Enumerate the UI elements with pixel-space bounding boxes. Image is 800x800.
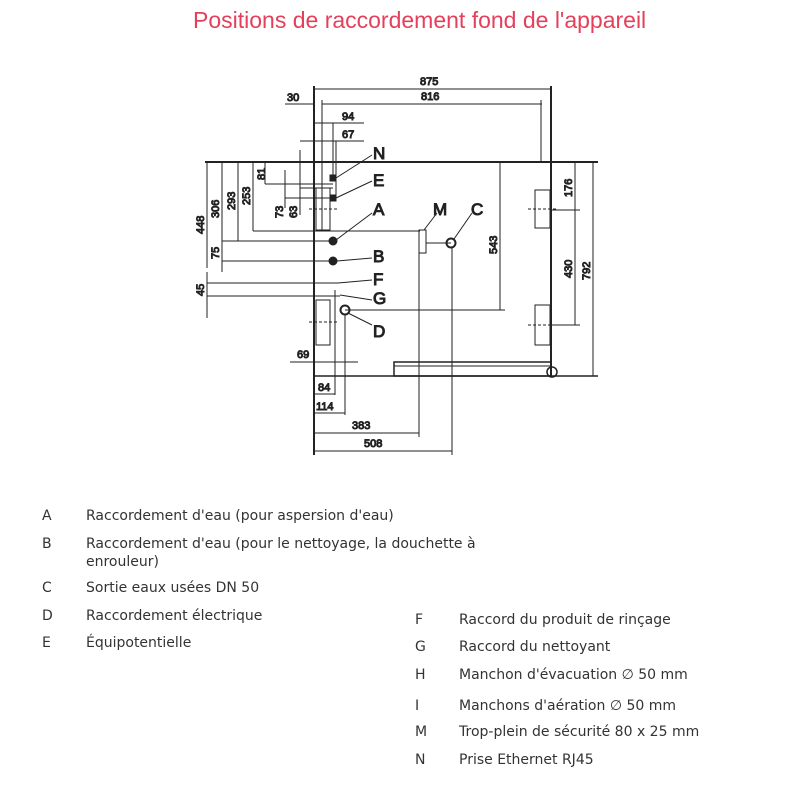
legend-item: N Prise Ethernet RJ45: [415, 751, 745, 771]
dim-73: 73: [274, 206, 286, 218]
appliance-outline: [205, 86, 598, 455]
legend-key: H: [415, 667, 426, 683]
legend-item: G Raccord du nettoyant: [415, 638, 745, 658]
leader-lines: [335, 154, 473, 326]
legend-item: C Sortie eaux usées DN 50: [42, 579, 512, 599]
legend-item: F Raccord du produit de rinçage: [415, 611, 745, 631]
legend-key: F: [415, 612, 424, 628]
legend-text: Raccordement d'eau (pour aspersion d'eau…: [86, 508, 394, 524]
legend-text: Trop-plein de sécurité 80 x 25 mm: [459, 724, 700, 740]
legend-text: Manchon d'évacuation ∅ 50 mm: [459, 667, 688, 683]
legend-item: E Équipotentielle: [42, 634, 512, 654]
label-B: B: [373, 247, 384, 266]
dim-69: 69: [297, 349, 309, 361]
label-C: C: [471, 200, 483, 219]
legend-text: Sortie eaux usées DN 50: [86, 580, 260, 596]
label-E: E: [373, 171, 384, 190]
legend-text: Raccordement d'eau (pour le nettoyage, l…: [86, 536, 476, 570]
dim-816: 816: [421, 91, 439, 103]
label-F: F: [373, 270, 383, 289]
legend-item: B Raccordement d'eau (pour le nettoyage, …: [42, 535, 512, 575]
dim-792: 792: [581, 262, 593, 280]
dim-383: 383: [352, 420, 370, 432]
marker-M: [418, 229, 427, 254]
dimension-lines: [206, 88, 594, 455]
dim-306: 306: [210, 200, 222, 218]
legend-item: D Raccordement électrique: [42, 607, 512, 627]
dim-114: 114: [316, 401, 334, 413]
legend-key: D: [42, 608, 53, 624]
dim-84: 84: [318, 382, 330, 394]
dim-81: 81: [256, 168, 268, 180]
dim-176: 176: [563, 179, 575, 197]
legend-item: A Raccordement d'eau (pour aspersion d'ea…: [42, 507, 512, 527]
dim-293: 293: [226, 192, 238, 210]
label-A: A: [373, 200, 385, 219]
legend-text: Raccordement électrique: [86, 608, 263, 624]
label-G: G: [373, 289, 386, 308]
legend-key: I: [415, 698, 420, 714]
dim-45: 45: [195, 284, 207, 296]
dim-875: 875: [420, 76, 438, 88]
legend-text: Manchons d'aération ∅ 50 mm: [459, 698, 676, 714]
legend-key: C: [42, 580, 52, 596]
dim-75: 75: [210, 247, 222, 259]
legend-text: Prise Ethernet RJ45: [459, 752, 594, 768]
connection-diagram: 875 816 30 94 67 81 73 63 448 306 293 25…: [195, 76, 598, 455]
legend-text: Raccord du produit de rinçage: [459, 612, 671, 628]
legend-item: M Trop-plein de sécurité 80 x 25 mm: [415, 723, 745, 743]
legend-item: H Manchon d'évacuation ∅ 50 mm: [415, 666, 745, 686]
dim-253: 253: [241, 187, 253, 205]
legend-text: Raccord du nettoyant: [459, 639, 611, 655]
legend-key: B: [42, 536, 52, 552]
label-M: M: [433, 200, 447, 219]
legend-key: G: [415, 639, 426, 655]
label-N: N: [373, 144, 385, 163]
page-title: Positions de raccordement fond de l'appa…: [193, 7, 647, 33]
legend-key: A: [42, 508, 52, 524]
dim-30: 30: [287, 92, 299, 104]
dim-63: 63: [288, 206, 300, 218]
legend-key: N: [415, 752, 426, 768]
legend-key: M: [415, 724, 428, 740]
legend-text: Équipotentielle: [86, 635, 192, 651]
legend-key: E: [42, 635, 51, 651]
dim-67: 67: [342, 129, 354, 141]
dim-430: 430: [563, 260, 575, 278]
dim-94: 94: [342, 111, 354, 123]
dim-508: 508: [364, 438, 382, 450]
legend-item: I Manchons d'aération ∅ 50 mm: [415, 697, 745, 717]
label-D: D: [373, 322, 385, 341]
dim-448: 448: [195, 216, 207, 234]
dim-543: 543: [488, 236, 500, 254]
